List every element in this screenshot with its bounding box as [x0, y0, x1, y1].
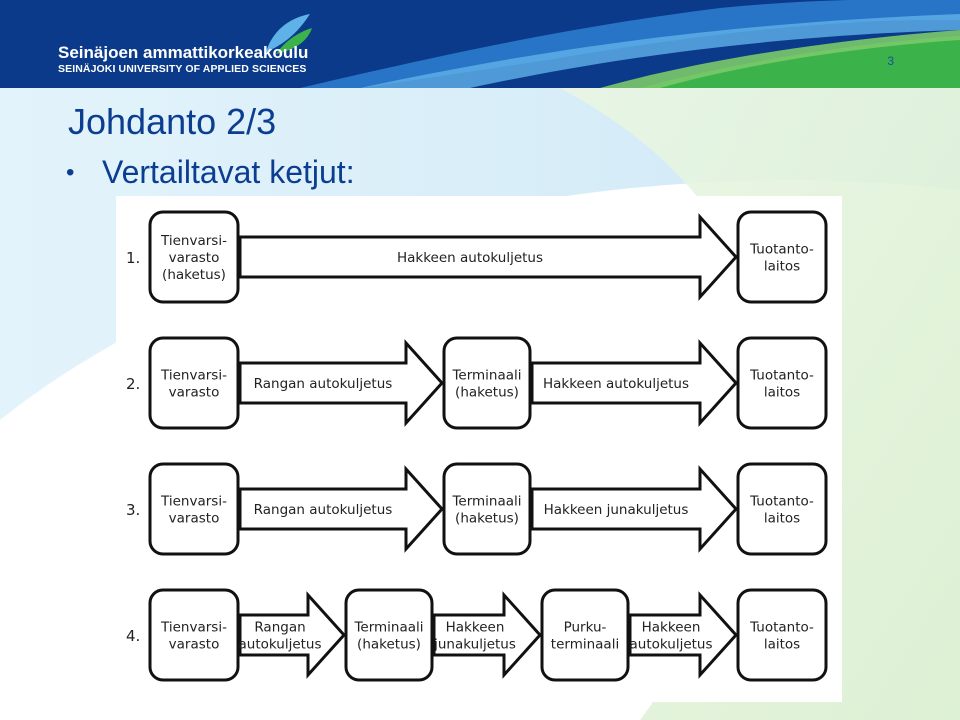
arrow-label-line: Hakkeen junakuljetus	[544, 502, 689, 518]
arrow-label-line: Hakkeen autokuljetus	[397, 250, 543, 266]
university-logo-text: Seinäjoen ammattikorkeakoulu SEINÄJOKI U…	[58, 44, 308, 76]
arrow-label-line: Rangan autokuljetus	[254, 376, 393, 392]
node-label-line: Terminaali	[353, 620, 423, 636]
bullet-icon: •	[66, 159, 75, 186]
node-label-line: varasto	[169, 250, 220, 266]
chain-diagram-canvas: 1.Hakkeen autokuljetusTienvarsi-varasto(…	[126, 210, 828, 682]
arrow-label-line: autokuljetus	[629, 637, 712, 653]
chain-node	[148, 210, 240, 304]
chain-arrow	[530, 339, 739, 427]
node-label-line: Tuotanto-	[749, 620, 814, 636]
arrow-label-line: Rangan	[254, 620, 305, 636]
arrow-label-line: autokuljetus	[238, 637, 321, 653]
node-label-line: Terminaali	[451, 368, 521, 384]
slide-title: Johdanto 2/3	[68, 101, 277, 142]
node-label-line: (haketus)	[357, 637, 421, 653]
node-label-line: Terminaali	[451, 494, 521, 510]
chain-arrow	[530, 465, 739, 553]
university-name: Seinäjoen ammattikorkeakoulu	[58, 43, 309, 62]
node-label-line: Tuotanto-	[749, 368, 814, 384]
chain-arrow	[238, 339, 445, 427]
chain-node	[442, 462, 532, 556]
chain-node	[148, 462, 240, 556]
node-label-line: laitos	[764, 259, 800, 275]
university-name-english: SEINÄJOKI UNIVERSITY OF APPLIED SCIENCES	[58, 63, 307, 75]
chain-number: 1.	[126, 249, 140, 267]
chain-node	[540, 588, 630, 682]
chain-node	[148, 336, 240, 430]
header-banner: Seinäjoen ammattikorkeakoulu SEINÄJOKI U…	[0, 0, 960, 88]
node-label-line: Tuotanto-	[749, 242, 814, 258]
chain-number: 2.	[126, 375, 140, 393]
arrow-label-line: Rangan autokuljetus	[254, 502, 393, 518]
arrow-label-line: Hakkeen	[446, 620, 505, 636]
chain-node	[736, 462, 828, 556]
node-label-line: Tienvarsi-	[160, 233, 227, 249]
chain-arrow	[238, 213, 739, 301]
arrow-label-line: junakuljetus	[433, 637, 516, 653]
node-label-line: terminaali	[551, 637, 619, 653]
node-label-line: Tienvarsi-	[160, 368, 227, 384]
node-label-line: (haketus)	[455, 511, 519, 527]
bullet-item: • Vertailtavat ketjut:	[66, 152, 355, 193]
chain-node	[442, 336, 532, 430]
node-label-line: varasto	[169, 385, 220, 401]
chain-node	[736, 210, 828, 304]
node-label-line: Tienvarsi-	[160, 494, 227, 510]
page-number: 3	[887, 54, 894, 68]
header-background	[0, 0, 960, 88]
node-label-line: (haketus)	[455, 385, 519, 401]
arrow-label-line: Hakkeen autokuljetus	[543, 376, 689, 392]
chain-node	[148, 588, 240, 682]
node-label-line: laitos	[764, 637, 800, 653]
node-label-line: varasto	[169, 637, 220, 653]
university-logo-icon	[266, 14, 312, 54]
node-label-line: Purku-	[564, 620, 607, 636]
node-label-line: (haketus)	[162, 267, 226, 283]
arrow-label-line: Hakkeen	[642, 620, 701, 636]
node-label-line: laitos	[764, 511, 800, 527]
chain-arrow	[238, 465, 445, 553]
node-label-line: Tienvarsi-	[160, 620, 227, 636]
chain-arrow	[238, 591, 347, 679]
chain-number: 3.	[126, 501, 140, 519]
node-label-line: laitos	[764, 385, 800, 401]
node-label-line: Tuotanto-	[749, 494, 814, 510]
chain-node	[344, 588, 434, 682]
node-label-line: varasto	[169, 511, 220, 527]
bullet-text: Vertailtavat ketjut:	[102, 154, 355, 190]
chain-arrow	[628, 591, 739, 679]
chain-node	[736, 336, 828, 430]
chain-number: 4.	[126, 627, 140, 645]
chain-node	[736, 588, 828, 682]
chain-arrow	[432, 591, 543, 679]
